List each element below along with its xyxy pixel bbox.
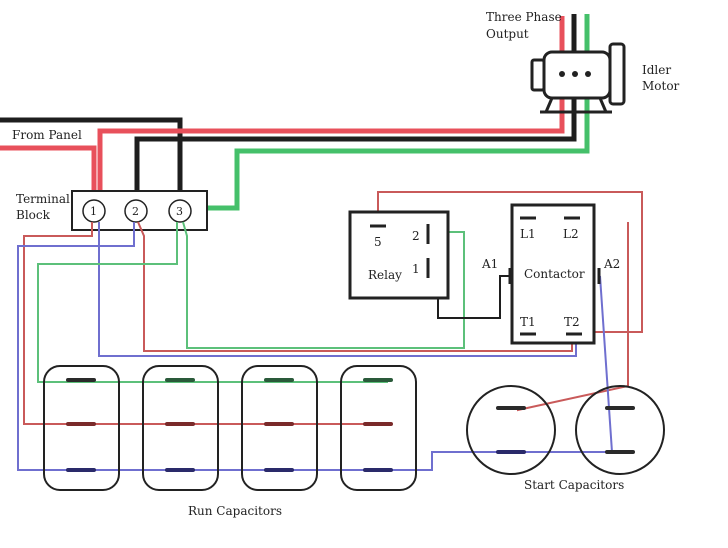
motor-terminal-3 [585, 71, 591, 77]
run-capacitors [43, 365, 417, 491]
relay-body [348, 210, 450, 300]
terminal-3 [168, 199, 192, 223]
from-panel-label: From Panel [12, 128, 82, 142]
thin-blue-terminal1 [98, 222, 577, 357]
idler-motor [530, 42, 626, 114]
thin-red-terminal1 [23, 222, 388, 425]
wire-black-to-motor [134, 14, 577, 208]
block-label: Block [16, 208, 51, 222]
contactor-l1-label: L1 [520, 227, 536, 241]
relay-pin5-label: 5 [374, 235, 382, 249]
terminal-1 [82, 199, 106, 223]
terminal-label: Terminal [16, 192, 70, 206]
contactor-l2-label: L2 [563, 227, 579, 241]
wire-panel-red [0, 145, 97, 208]
thin-green-terminal3b [182, 221, 465, 349]
run-capacitor-3 [241, 365, 318, 491]
contactor-t1-label: T1 [520, 315, 536, 329]
three-phase-label: Three Phase [486, 10, 562, 24]
supply-wires [0, 14, 590, 211]
output-label: Output [486, 27, 529, 41]
contactor-a1-label: A1 [481, 257, 498, 271]
terminal-block: 1 2 3 [71, 190, 208, 231]
start-capacitor-1 [466, 385, 556, 475]
start-capacitor-2 [575, 385, 665, 475]
run-capacitor-2 [142, 365, 219, 491]
contactor-body [510, 203, 596, 345]
motor-foot-right [598, 97, 608, 113]
terminal-3-number: 3 [176, 205, 183, 218]
motor-shaft-housing [530, 58, 546, 92]
start-capacitor-terminals [496, 406, 635, 454]
run-capacitor-terminals [66, 378, 393, 472]
thin-blue-start-caps [388, 275, 614, 471]
thin-red-terminal2 [137, 221, 573, 352]
idler-label: Idler [642, 63, 671, 77]
relay: 5 2 1 Relay [348, 210, 450, 300]
motor-terminal-1 [559, 71, 565, 77]
start-capacitors [466, 385, 665, 475]
relay-pin2-label: 2 [412, 229, 420, 243]
wire-panel-black [0, 117, 183, 208]
terminal-2-number: 2 [132, 205, 139, 218]
thin-wires [17, 191, 643, 471]
run-capacitors-label: Run Capacitors [188, 504, 282, 518]
wire-green-to-motor [187, 14, 590, 211]
motor-end-cap [608, 42, 626, 106]
motor-label: Motor [642, 79, 680, 93]
contactor-label: Contactor [524, 267, 585, 281]
start-capacitors-label: Start Capacitors [524, 478, 624, 492]
run-capacitor-1 [43, 365, 120, 491]
wire-red-to-motor [97, 16, 565, 208]
relay-pin1-label: 1 [412, 262, 420, 276]
thin-blue-terminal2 [17, 222, 388, 471]
contactor-a2-label: A2 [603, 257, 620, 271]
relay-label: Relay [368, 268, 402, 282]
thin-green-terminal3a [37, 222, 388, 383]
terminal-2 [124, 199, 148, 223]
run-capacitor-4 [340, 365, 417, 491]
motor-terminal-2 [572, 71, 578, 77]
contactor-t2-label: T2 [564, 315, 580, 329]
terminal-1-number: 1 [90, 205, 97, 218]
motor-foot-left [544, 97, 554, 113]
contactor: L1 L2 T1 T2 Contactor A1 A2 [481, 203, 620, 345]
